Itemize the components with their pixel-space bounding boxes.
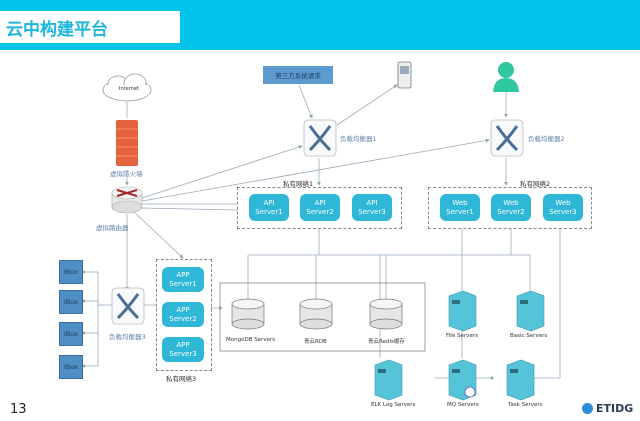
lb1-label: 负载均衡器1 xyxy=(340,135,377,143)
cloud-icon xyxy=(102,73,152,102)
router-icon xyxy=(111,186,143,214)
net3-label: 私有网络3 xyxy=(166,375,197,383)
task-servers-label: Task Servers xyxy=(508,402,543,408)
database-icon-rdb xyxy=(299,298,333,330)
lb3-label: 负载均衡器3 xyxy=(109,333,146,341)
lb2-label: 负载均衡器2 xyxy=(528,135,565,143)
private-network-3 xyxy=(156,259,212,371)
server-icon-file xyxy=(448,290,477,332)
router-label: 虚拟路由器 xyxy=(96,224,129,232)
title-box: 云中构建平台 xyxy=(0,11,180,43)
database-icon-redis xyxy=(369,298,403,330)
elk-servers-label: ELK Log Servers xyxy=(371,402,416,408)
etidg-logo-icon xyxy=(582,403,593,414)
link-router-net3 xyxy=(133,211,184,259)
db-region xyxy=(219,282,426,352)
link-router-net1b xyxy=(141,207,239,211)
mongodb-label: MongoDB Servers xyxy=(226,337,276,343)
page-title: 云中构建平台 xyxy=(6,20,108,40)
server-icon-mq xyxy=(448,359,477,401)
net1-label: 私有网络1 xyxy=(283,180,314,188)
mq-servers-label: MQ Servers xyxy=(447,402,479,408)
third-party-request-box: 第三方系统请求 xyxy=(263,66,333,84)
link-lb1-phone xyxy=(336,84,398,126)
link-router-lb1 xyxy=(141,145,303,199)
ibox-1: IBox xyxy=(59,260,83,284)
database-icon-mongodb xyxy=(231,298,265,330)
private-network-2 xyxy=(428,187,592,229)
rdb-label: 青云RDB xyxy=(304,339,327,345)
net2-label: 私有网络2 xyxy=(520,180,551,188)
server-icon-basic xyxy=(516,290,545,332)
link-router-lb2 xyxy=(141,138,490,202)
ibox-2: IBox xyxy=(59,290,83,314)
file-servers-label: File Servers xyxy=(446,333,478,339)
load-balancer-2-icon xyxy=(490,119,524,157)
internet-label: Internet xyxy=(119,86,139,92)
brand-name: ETIDG xyxy=(596,402,634,415)
load-balancer-1-icon xyxy=(303,119,337,157)
ibox-3: IBox xyxy=(59,322,83,346)
header-bar: 云中构建平台 xyxy=(0,0,640,50)
ibox-4: IBox xyxy=(59,355,83,379)
user-icon xyxy=(493,62,519,92)
mobile-phone-icon xyxy=(397,61,412,89)
basic-servers-label: Basic Servers xyxy=(510,333,548,339)
firewall-label: 虚拟防火墙 xyxy=(110,170,143,178)
load-balancer-3-icon xyxy=(111,287,145,325)
server-icon-task xyxy=(506,359,535,401)
redis-label: 青云Redis缓存 xyxy=(368,339,405,345)
firewall-icon xyxy=(116,120,138,166)
page-number: 13 xyxy=(10,402,27,417)
server-icon-elk xyxy=(374,359,403,401)
private-network-1 xyxy=(237,187,402,229)
link-third-lb1 xyxy=(298,84,313,119)
